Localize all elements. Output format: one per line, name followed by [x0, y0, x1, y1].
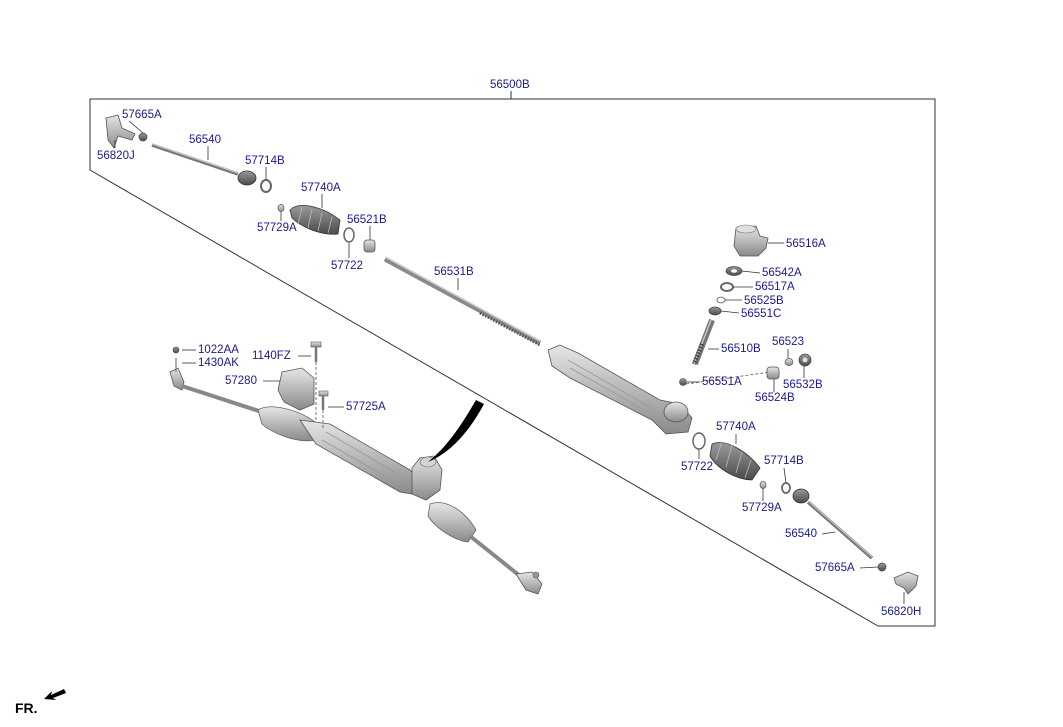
screw-56523	[784, 358, 794, 366]
label-57722-top: 57722	[331, 260, 363, 272]
label-56510b: 56510B	[721, 343, 761, 355]
label-57714b-top: 57714B	[245, 155, 285, 167]
label-57714b-bottom: 57714B	[764, 455, 804, 467]
label-56521b: 56521B	[347, 214, 387, 226]
leader-lines	[114, 120, 905, 604]
nut-57665a-left	[138, 132, 148, 142]
assembly-outline	[89, 91, 936, 627]
label-56525b: 56525B	[744, 295, 784, 307]
bolt-57725a	[318, 390, 329, 430]
label-56540-top: 56540	[189, 134, 221, 146]
label-56532b: 56532B	[783, 379, 823, 391]
label-57729a-top: 57729A	[257, 222, 297, 234]
label-1140fz: 1140FZ	[252, 350, 291, 362]
label-1430ak: 1430AK	[198, 357, 239, 369]
heat-shield-57280	[277, 367, 315, 411]
label-56531b: 56531B	[434, 266, 474, 278]
inner-tie-rod-left	[151, 143, 257, 186]
tie-rod-end-right	[893, 571, 919, 595]
front-direction-label: FR.	[15, 700, 38, 716]
plug-56551a	[679, 371, 771, 386]
ring-57722-top	[343, 227, 355, 243]
yoke-plug-56516a	[733, 224, 769, 257]
label-56551c: 56551C	[741, 308, 782, 320]
ring-57722-bottom	[692, 432, 706, 450]
label-57665a-bottom: 57665A	[815, 562, 855, 574]
label-56820h: 56820H	[881, 606, 922, 618]
label-57280: 57280	[225, 375, 257, 387]
bellows-boot-right	[709, 440, 761, 481]
nut-56532b	[798, 353, 812, 367]
label-56540-bottom: 56540	[785, 528, 817, 540]
assembled-steering-gear	[169, 367, 543, 595]
label-57740a-top: 57740A	[301, 182, 341, 194]
tie-rod-end-left	[105, 114, 136, 149]
washer-56542a	[725, 266, 743, 276]
label-57725a: 57725A	[346, 401, 386, 413]
pinion-56510b	[692, 318, 715, 366]
spring-56524b	[766, 366, 780, 380]
label-57740a-bottom: 57740A	[716, 421, 756, 433]
clip-57714b-right	[781, 482, 791, 494]
label-56517a: 56517A	[755, 281, 795, 293]
label-56524b: 56524B	[755, 392, 795, 404]
nut-57665a-right	[877, 562, 887, 572]
clamp-57729a-left	[277, 204, 285, 212]
inner-tie-rod-right	[792, 488, 874, 560]
label-56500b: 56500B	[490, 79, 530, 91]
label-56516a: 56516A	[786, 238, 826, 250]
label-57665a-top: 57665A	[122, 109, 162, 121]
nut-1022aa	[172, 346, 180, 354]
label-57722-bottom: 57722	[681, 461, 713, 473]
bellows-boot-left	[289, 205, 341, 235]
callout-pointer	[428, 400, 484, 462]
ring-56525b	[716, 296, 726, 304]
clamp-57729a-right	[759, 481, 767, 489]
bolt-1140fz	[310, 341, 322, 420]
label-56542a: 56542A	[762, 267, 802, 279]
label-56551a: 56551A	[702, 376, 742, 388]
bushing-56521b	[363, 239, 376, 253]
label-57729a-bottom: 57729A	[742, 502, 782, 514]
label-56523: 56523	[772, 336, 804, 348]
clip-57714b-left	[260, 179, 272, 193]
gear-housing	[547, 344, 693, 435]
bearing-56551c	[708, 306, 722, 316]
rack-bar-56531b	[383, 256, 542, 347]
label-1022aa: 1022AA	[198, 344, 239, 356]
ring-56517a	[720, 282, 734, 292]
label-56820j: 56820J	[97, 150, 135, 162]
front-arrow-icon	[44, 689, 66, 700]
